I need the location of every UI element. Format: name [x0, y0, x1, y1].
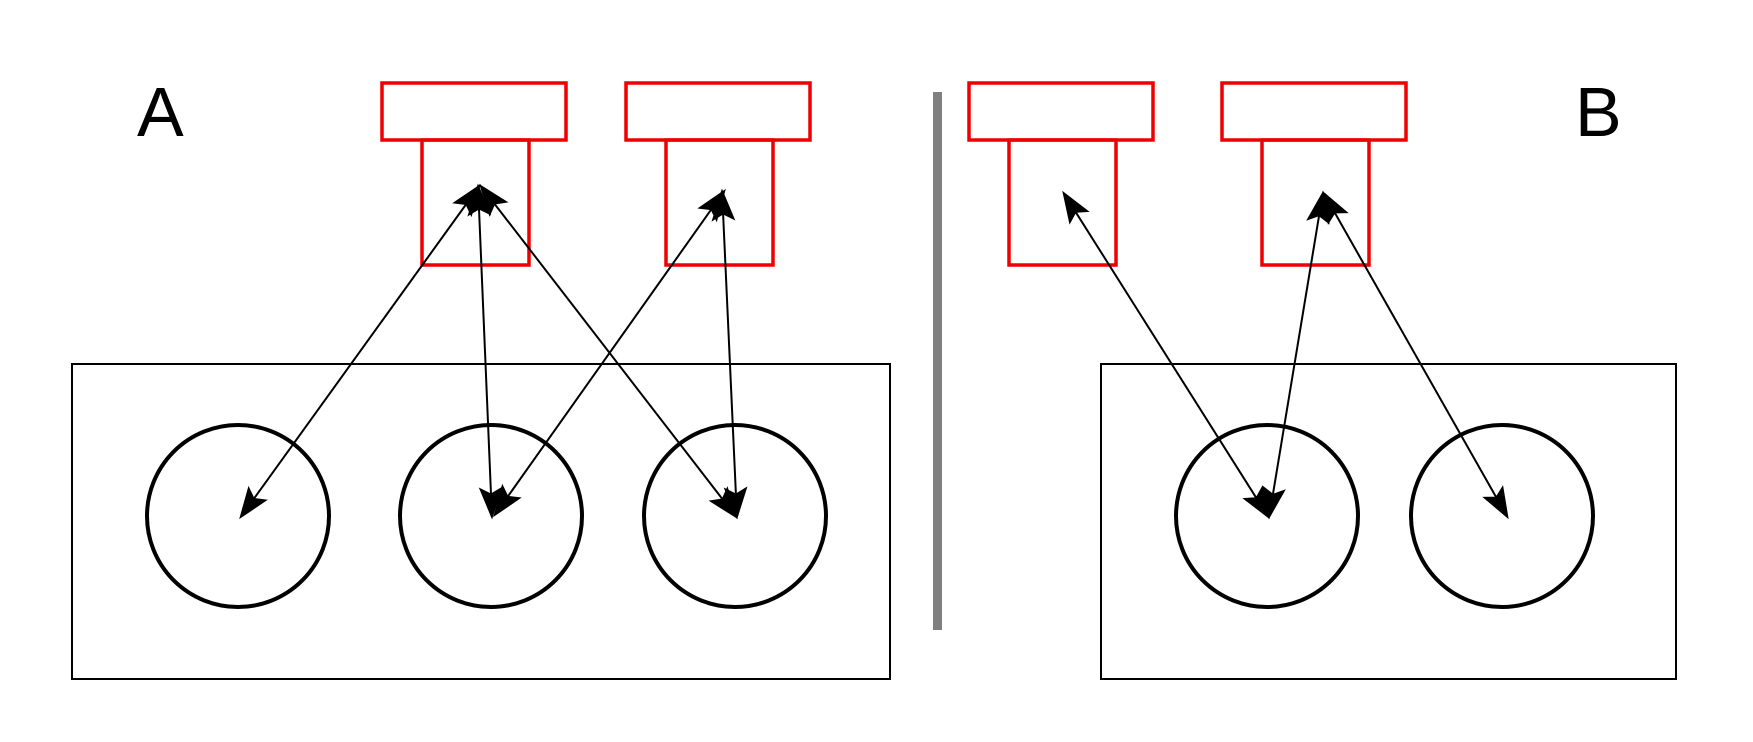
panel-a-container-box [71, 363, 891, 680]
panel-b-red-component-1 [967, 81, 1155, 267]
panel-a-arrow-c3-r2 [711, 188, 748, 520]
arrow-head-end [479, 183, 509, 217]
arrow-shaft [1270, 205, 1322, 505]
red-component-stem [1260, 138, 1371, 267]
arrow-shaft [477, 198, 493, 505]
arrow-head-end [711, 188, 736, 222]
panel-a-circle-3 [642, 423, 828, 609]
red-component-cap [380, 81, 568, 142]
panel-a-arrow-c3-r1 [479, 183, 738, 520]
red-component-cap [1220, 81, 1408, 142]
red-component-cap [624, 81, 812, 142]
arrow-head-start [1482, 485, 1509, 520]
panel-a-circle-2 [398, 423, 584, 609]
red-component-cap [967, 81, 1155, 142]
arrow-shaft [1069, 203, 1263, 507]
red-component-stem [1007, 138, 1118, 267]
panel-b-arrow-c1-r1 [1062, 190, 1270, 520]
panel-a-red-component-2 [624, 81, 812, 267]
arrow-head-start [493, 483, 522, 518]
arrow-head-start [723, 486, 748, 520]
arrow-head-start [1262, 485, 1286, 520]
panel-b-label: B [1575, 73, 1622, 151]
connection-arrows [239, 183, 1509, 520]
red-component-stem [420, 138, 531, 267]
panel-b-arrow-c1-r2 [1262, 190, 1330, 520]
arrow-head-end [1322, 190, 1349, 225]
panel-a-arrow-c1-r1 [239, 183, 481, 520]
arrow-shaft [1329, 203, 1502, 507]
arrow-shaft [487, 195, 730, 508]
arrow-head-end [1062, 190, 1090, 225]
panel-b [967, 81, 1677, 680]
panel-divider [933, 92, 942, 630]
panel-b-red-component-2 [1220, 81, 1408, 267]
panel-b-arrow-c2-r2 [1322, 190, 1509, 520]
panel-a-circle-1 [145, 423, 331, 609]
red-component-stem [664, 138, 775, 267]
arrow-shaft [721, 203, 738, 505]
panel-a-arrow-c2-r1 [467, 183, 503, 520]
arrow-head-start [1242, 485, 1270, 520]
panel-b-circle-1 [1174, 423, 1360, 609]
panel-a-label: A [137, 73, 184, 151]
arrow-head-start [239, 485, 268, 520]
arrow-shaft [501, 200, 718, 506]
panel-a-arrow-c2-r2 [493, 188, 726, 518]
panel-a-red-component-1 [380, 81, 568, 267]
panel-b-circle-2 [1409, 423, 1595, 609]
panel-a [71, 81, 891, 680]
arrow-shaft [247, 195, 473, 508]
panel-b-container-box [1100, 363, 1677, 680]
